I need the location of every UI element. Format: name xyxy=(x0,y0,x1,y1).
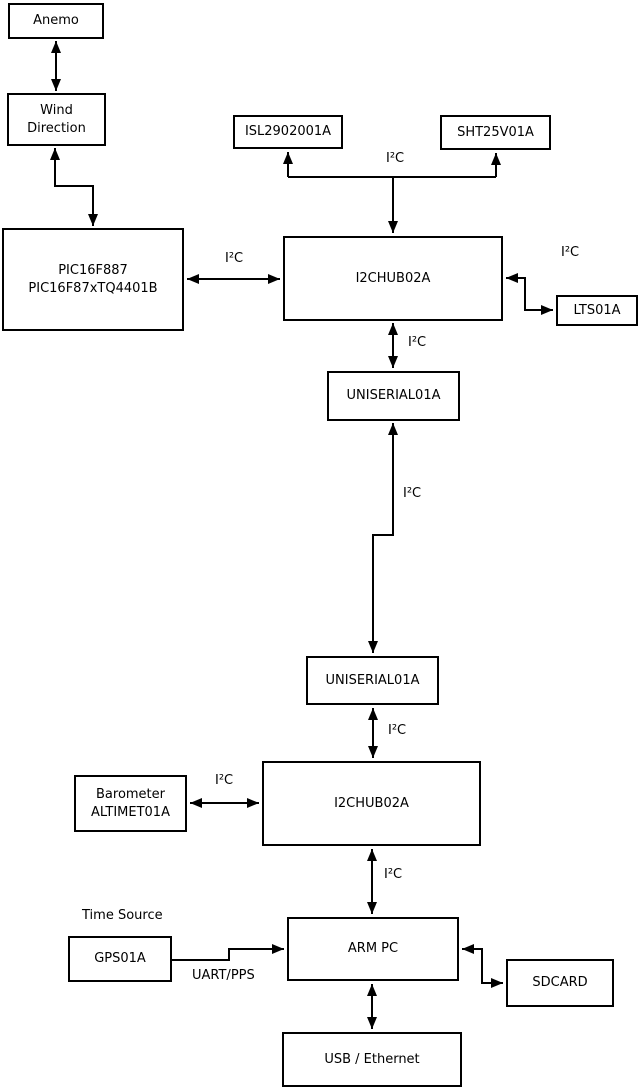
node-gps01a: GPS01A xyxy=(68,936,172,982)
node-usb-ethernet: USB / Ethernet xyxy=(282,1032,462,1087)
node-sdcard: SDCARD xyxy=(506,959,614,1007)
label-i2c-barometer-hub: I²C xyxy=(215,773,234,788)
node-sht25v01a: SHT25V01A xyxy=(440,115,551,150)
node-uniserial01a-bottom: UNISERIAL01A xyxy=(306,656,439,705)
label-i2c-hub-uniserial: I²C xyxy=(408,335,427,350)
node-barometer-altimet01a: Barometer ALTIMET01A xyxy=(74,775,187,832)
node-isl2902001a: ISL2902001A xyxy=(233,115,343,149)
label-i2c-uniserial-link: I²C xyxy=(403,486,422,501)
edge-armpc-sdcard xyxy=(462,944,503,988)
label-uart-pps: UART/PPS xyxy=(192,968,255,983)
edge-gps-armpc xyxy=(172,944,284,961)
label-i2c-pic-hub: I²C xyxy=(225,251,244,266)
node-lts01a: LTS01A xyxy=(556,295,638,326)
node-i2chub02a-top: I2CHUB02A xyxy=(283,236,503,321)
node-i2chub02a-bottom: I2CHUB02A xyxy=(262,761,481,846)
node-arm-pc: ARM PC xyxy=(287,917,459,981)
label-i2c-hub-lts: I²C xyxy=(561,245,580,260)
label-i2c-sensor-bus: I²C xyxy=(386,151,405,166)
node-wind-direction: Wind Direction xyxy=(7,93,106,146)
edge-i2chub-lts xyxy=(506,273,553,315)
edge-uniserial-uniserial xyxy=(368,423,398,653)
edge-winddirection-pic xyxy=(50,148,98,226)
node-pic16f887: PIC16F887 PIC16F87xTQ4401B xyxy=(2,228,184,331)
node-uniserial01a-top: UNISERIAL01A xyxy=(327,371,460,421)
node-anemo: Anemo xyxy=(8,3,104,39)
label-i2c-uniserial-hub2: I²C xyxy=(388,723,407,738)
label-time-source: Time Source xyxy=(82,908,163,923)
label-i2c-hub2-armpc: I²C xyxy=(384,867,403,882)
